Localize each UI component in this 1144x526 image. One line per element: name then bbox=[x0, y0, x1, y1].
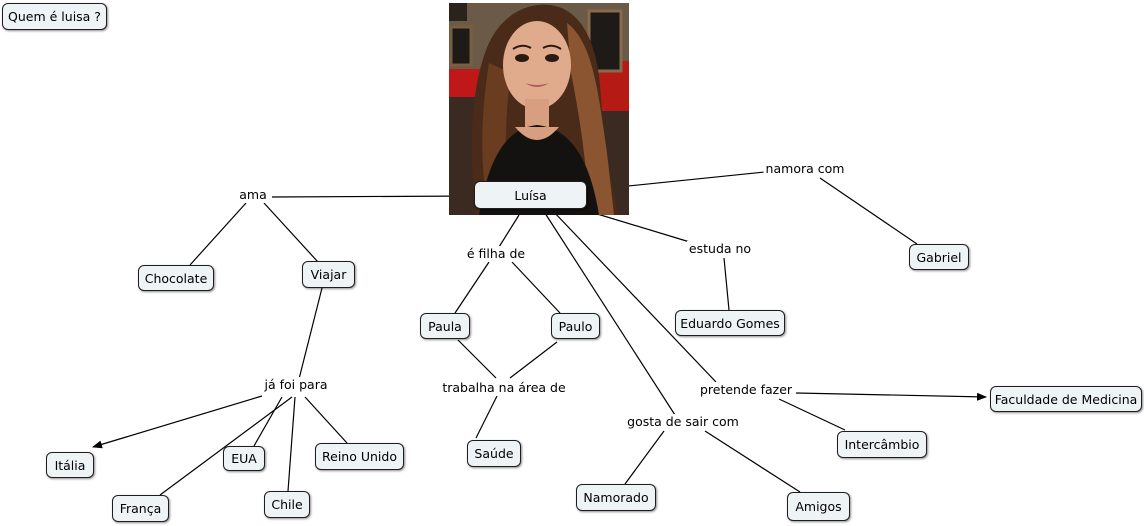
concept-luisa: Luísa bbox=[474, 181, 587, 209]
portrait-illustration bbox=[449, 3, 629, 215]
line-foi-eua bbox=[253, 396, 283, 447]
line-luisa-ama bbox=[271, 195, 476, 198]
concept-franca: França bbox=[112, 495, 169, 522]
map-title: Quem é luisa ? bbox=[2, 3, 107, 30]
concept-amigos: Amigos bbox=[787, 492, 850, 521]
line-pretende-faculdade bbox=[795, 392, 987, 401]
line-foi-reino bbox=[304, 396, 348, 444]
line-paula-trabalha bbox=[457, 339, 497, 379]
line-foi-italia bbox=[92, 395, 263, 449]
line-luisa-estuda bbox=[593, 212, 694, 244]
link-trabalha-area: trabalha na área de bbox=[440, 380, 568, 396]
link-filha-de: é filha de bbox=[464, 246, 528, 262]
concept-eduardo-gomes: Eduardo Gomes bbox=[675, 310, 785, 336]
concept-faculdade-medicina: Faculdade de Medicina bbox=[990, 386, 1142, 412]
concept-paulo: Paulo bbox=[551, 313, 600, 339]
portrait-photo bbox=[449, 3, 629, 215]
concept-saude: Saúde bbox=[467, 440, 521, 467]
line-filha-paulo bbox=[511, 261, 561, 314]
line-gosta-amigos bbox=[704, 430, 801, 493]
line-luisa-filha bbox=[498, 214, 520, 248]
link-pretende-fazer: pretende fazer bbox=[697, 382, 795, 398]
concept-gabriel: Gabriel bbox=[909, 244, 969, 270]
link-estuda-no: estuda no bbox=[686, 241, 754, 257]
link-gosta-sair: gosta de sair com bbox=[625, 414, 741, 430]
concept-reino-unido: Reino Unido bbox=[315, 443, 404, 470]
line-paulo-trabalha bbox=[509, 341, 558, 379]
line-filha-paula bbox=[454, 261, 490, 314]
concept-namorado: Namorado bbox=[576, 484, 656, 511]
line-luisa-gosta bbox=[542, 209, 676, 416]
line-pretende-intercambio bbox=[778, 398, 846, 431]
line-namora-gabriel bbox=[819, 177, 918, 245]
concept-chile: Chile bbox=[264, 491, 310, 518]
line-foi-chile bbox=[287, 396, 296, 492]
concept-intercambio: Intercâmbio bbox=[837, 431, 927, 458]
line-gosta-namorado bbox=[624, 430, 665, 485]
link-ja-foi-para: já foi para bbox=[262, 377, 330, 393]
line-luisa-pretende bbox=[551, 209, 717, 383]
concept-paula: Paula bbox=[420, 313, 470, 339]
link-ama: ama bbox=[237, 187, 269, 203]
concept-viajar: Viajar bbox=[302, 261, 355, 288]
concept-eua: EUA bbox=[223, 446, 265, 471]
concept-chocolate: Chocolate bbox=[138, 265, 214, 291]
line-ama-chocolate bbox=[189, 202, 247, 266]
line-estuda-eduardo bbox=[723, 257, 730, 311]
link-namora-com: namora com bbox=[763, 161, 847, 177]
concept-italia: Itália bbox=[46, 452, 94, 478]
line-trabalha-saude bbox=[475, 395, 498, 439]
line-ama-viajar bbox=[263, 202, 319, 263]
line-viajar-foi bbox=[298, 287, 323, 380]
